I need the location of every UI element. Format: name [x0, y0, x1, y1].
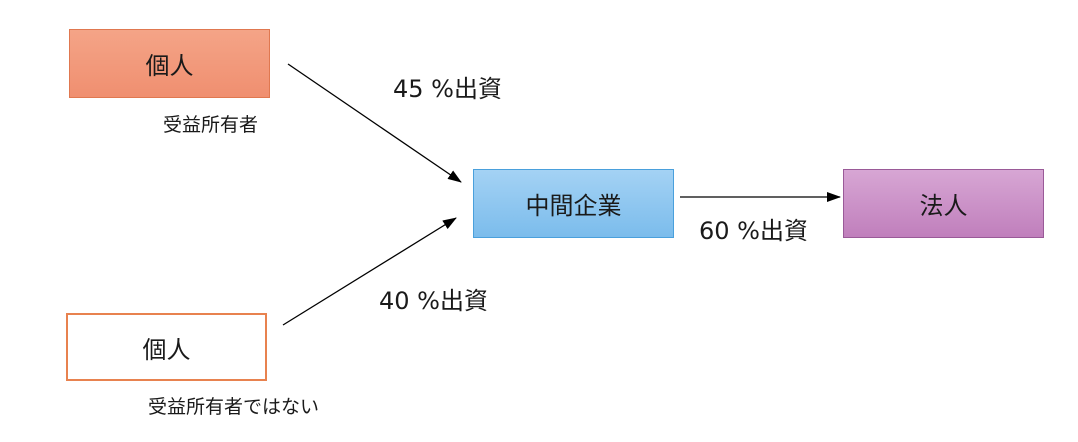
- arrow-individual-2-to-intermediate: [282, 217, 457, 326]
- individual-beneficial-owner-box: 個人: [69, 29, 270, 98]
- edge-label-60-percent: 60 %出資: [699, 217, 808, 245]
- individual-non-owner-box: 個人: [66, 313, 267, 381]
- corporation-label: 法人: [919, 192, 968, 220]
- intermediate-label: 中間企業: [525, 192, 622, 220]
- beneficial-owner-note: 受益所有者: [163, 114, 259, 136]
- non-beneficial-owner-note: 受益所有者ではない: [148, 396, 320, 418]
- individual-1-label: 個人: [145, 52, 194, 80]
- corporation-box: 法人: [843, 169, 1044, 238]
- edge-label-45-percent: 45 %出資: [393, 75, 502, 103]
- intermediate-company-box: 中間企業: [473, 169, 674, 238]
- arrow-individual-1-to-intermediate: [287, 63, 462, 183]
- individual-2-label: 個人: [142, 335, 191, 364]
- edge-label-40-percent: 40 %出資: [379, 287, 488, 315]
